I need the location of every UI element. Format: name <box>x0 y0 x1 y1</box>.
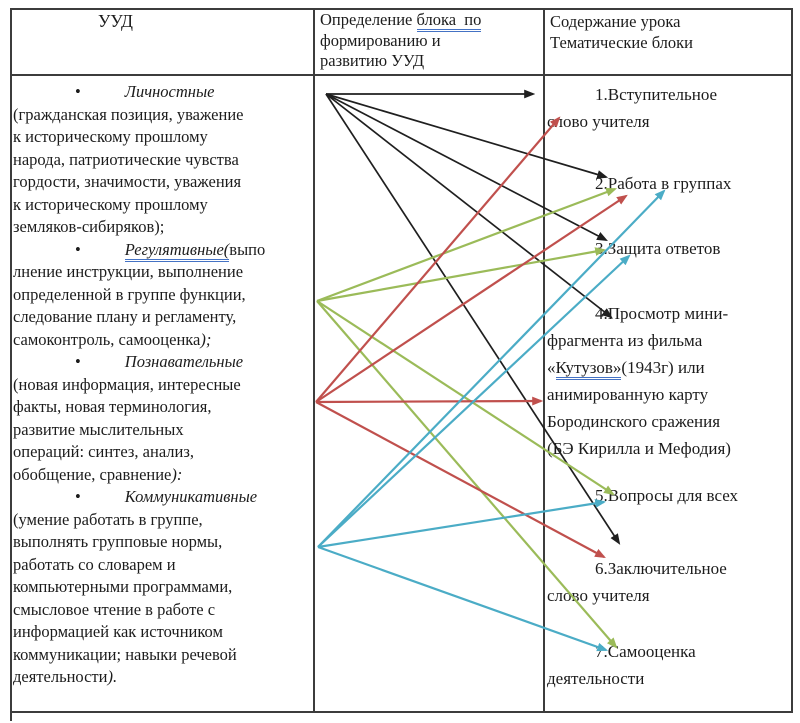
uud-item-lichnostnye: • Личностные (гражданская позиция, уважен… <box>13 81 311 239</box>
text-run: Определение <box>320 10 417 29</box>
column-divider-1 <box>313 10 315 711</box>
uud-list: • Личностные (гражданская позиция, уважен… <box>13 81 311 689</box>
text-run: ): <box>171 464 183 484</box>
lesson-item-2: 2.Работа в группах <box>547 170 791 197</box>
text-run: (гражданская позиция, уважение к историч… <box>13 104 244 237</box>
text-run: Личностные <box>124 82 215 101</box>
text-run: ); <box>200 329 212 349</box>
page-margin-tick <box>10 713 12 721</box>
lesson-item-5: 5.Вопросы для всех <box>547 482 791 509</box>
kutuzov-link[interactable]: Кутузов» <box>555 358 622 380</box>
header-uud: УУД <box>98 11 133 31</box>
text-run: 5.Вопросы для всех <box>595 486 739 505</box>
regulyativnye-link[interactable]: Регулятивные( <box>124 239 230 262</box>
uud-item-kommunikativnye: • Коммуникативные (умение работать в груп… <box>13 486 311 689</box>
lesson-item-7: 7.Самооценка деятельности <box>547 638 791 692</box>
bloka-po-link[interactable]: блока по <box>416 10 482 32</box>
header-lesson-content: Содержание урока Тематические блоки <box>550 12 694 52</box>
text-run: (новая информация, интересные факты, нов… <box>13 374 241 484</box>
uud-item-poznavatelnye: • Познавательные (новая информация, интер… <box>13 351 311 486</box>
text-run: выпо лнение инструкции, выполнение опред… <box>13 239 266 349</box>
text-run: 2.Работа в группах <box>595 174 732 193</box>
uud-item-regulyativnye: • Регулятивные(выпо лнение инструкции, вы… <box>13 239 311 352</box>
bullet-marker: • <box>75 352 81 371</box>
bullet-marker: • <box>75 239 81 259</box>
column-divider-2 <box>543 10 545 711</box>
bullet-marker: • <box>75 82 81 101</box>
text-run: Познавательные <box>124 352 244 371</box>
bullet-marker: • <box>75 487 81 506</box>
text-run: ). <box>107 667 118 686</box>
text-run: 3.Защита ответов <box>595 239 721 258</box>
text-run: (умение работать в группе, выполнять гру… <box>13 509 237 687</box>
lesson-item-1: 1.Вступительное слово учителя <box>547 81 791 135</box>
text-run: 7.Самооценка деятельности <box>547 642 696 688</box>
lesson-item-6: 6.Заключительное слово учителя <box>547 555 791 609</box>
lesson-item-4: 4.Просмотр мини- фрагмента из фильма «Ку… <box>547 300 791 462</box>
text-run: 1.Вступительное слово учителя <box>547 85 718 131</box>
text-run: 6.Заключительное слово учителя <box>547 559 727 605</box>
header-block-definition: Определение блока по формированию и разв… <box>320 10 538 72</box>
text-run: формированию и развитию УУД <box>320 30 441 71</box>
header-row-divider <box>12 74 791 76</box>
text-run: Коммуникативные <box>124 487 258 506</box>
lesson-item-3: 3.Защита ответов <box>547 235 791 262</box>
